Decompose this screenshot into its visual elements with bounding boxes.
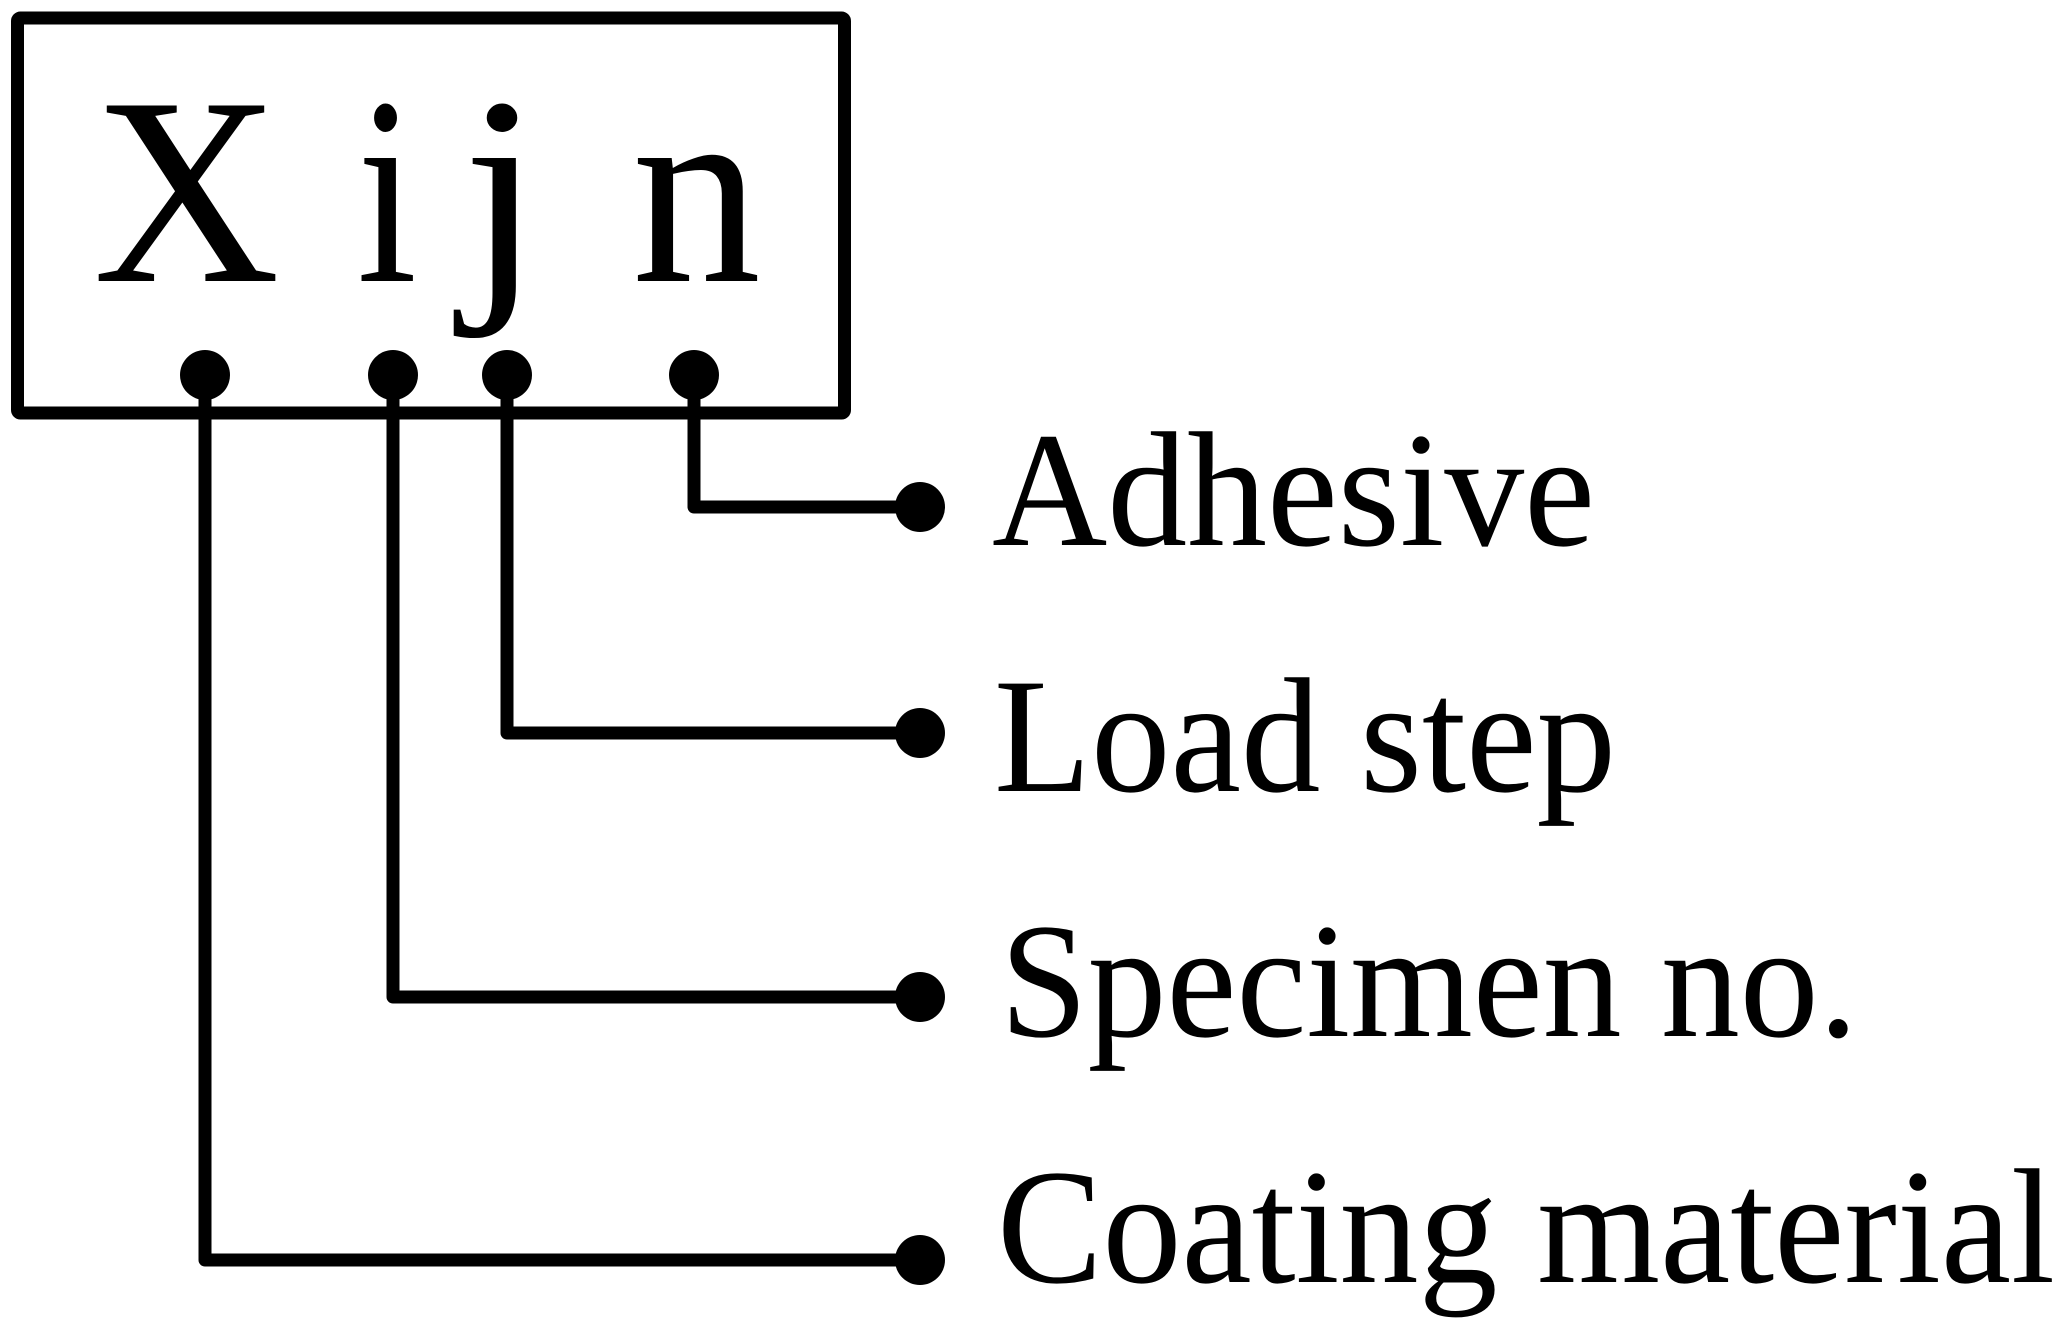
code-letter-x: X — [93, 42, 280, 339]
connector-coating-material — [180, 350, 945, 1285]
code-letter-j: j — [453, 42, 542, 340]
source-dot-x — [180, 350, 230, 400]
target-dot-adhesive — [895, 482, 945, 532]
connector-specimen-no — [368, 350, 945, 1022]
source-dot-i — [368, 350, 418, 400]
connector-line-coating-material — [198, 368, 927, 1267]
label-specimen-no: Specimen no. — [1000, 891, 1858, 1072]
connector-line-load-step — [500, 368, 927, 740]
source-dot-j — [482, 350, 532, 400]
target-dot-specimen-no — [895, 972, 945, 1022]
label-load-step: Load step — [994, 646, 1616, 827]
code-letter-i: i — [357, 42, 417, 339]
label-coating-material: Coating material — [997, 1137, 2055, 1318]
source-dot-n — [669, 350, 719, 400]
connector-adhesive — [669, 350, 945, 532]
connector-load-step — [482, 350, 945, 758]
target-dot-load-step — [895, 708, 945, 758]
target-dot-coating-material — [895, 1235, 945, 1285]
connector-line-adhesive — [687, 368, 927, 514]
connector-line-specimen-no — [386, 368, 927, 1004]
code-letter-n: n — [632, 42, 761, 339]
code-box — [11, 11, 851, 420]
label-adhesive: Adhesive — [992, 400, 1595, 581]
